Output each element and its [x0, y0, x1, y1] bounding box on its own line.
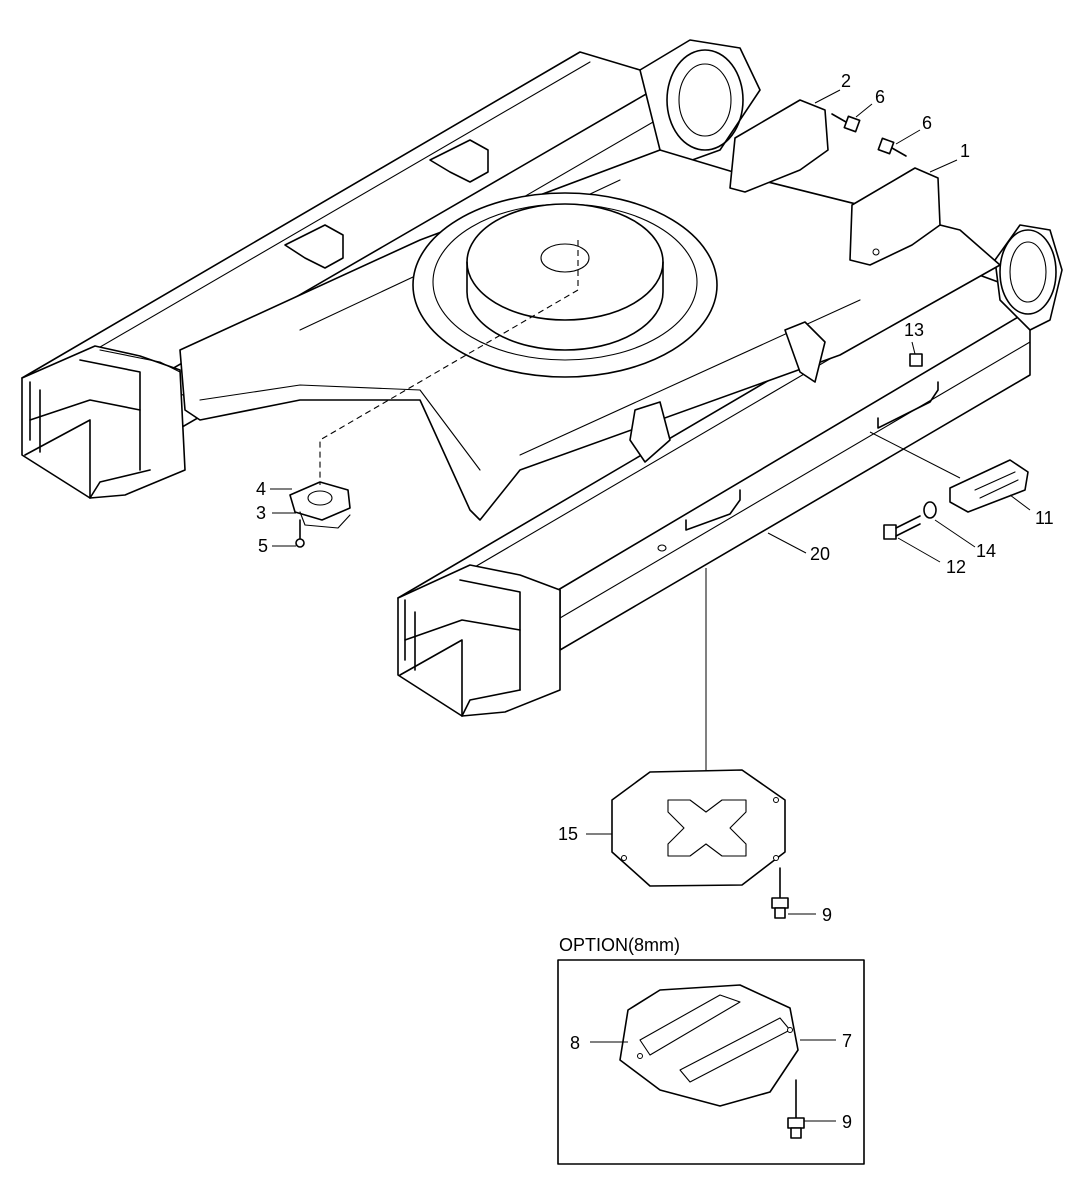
- callout-6b: 6: [922, 113, 932, 133]
- callout-13: 13: [904, 320, 924, 340]
- callout-2: 2: [841, 71, 851, 91]
- callout-11: 11: [1035, 508, 1054, 528]
- callout-5: 5: [258, 536, 268, 556]
- callout-9a: 9: [822, 905, 832, 925]
- callout-6a: 6: [875, 87, 885, 107]
- part-14-washer: [923, 501, 937, 519]
- part-1-cover: [849, 167, 941, 266]
- part-2-cover: [729, 99, 829, 193]
- leader-lines: [270, 89, 1031, 1122]
- callout-12: 12: [946, 557, 966, 577]
- part-12-bolt: [883, 515, 921, 540]
- callout-20: 20: [810, 544, 830, 564]
- callout-9b: 9: [842, 1112, 852, 1132]
- part-4-gasket: [289, 481, 351, 521]
- part-5-bolt: [295, 519, 305, 548]
- callout-15: 15: [558, 824, 578, 844]
- callout-1: 1: [960, 141, 970, 161]
- part-3-plate: [299, 511, 351, 529]
- callout-8: 8: [570, 1033, 580, 1053]
- option-title: OPTION(8mm): [559, 935, 680, 955]
- callout-7: 7: [842, 1031, 852, 1051]
- callout-labels: 1 2 3 4 5 6 6 7 8 9 9 11 12 13 14 15 20 …: [256, 71, 1054, 1132]
- part-6-bolt-b: [877, 137, 907, 157]
- part-11-step: [869, 431, 1029, 513]
- part-6-bolt-a: [831, 113, 861, 133]
- option-box: [557, 959, 865, 1165]
- part-15-under-cover: [611, 769, 786, 887]
- callout-3: 3: [256, 503, 266, 523]
- callout-14: 14: [976, 541, 996, 561]
- part-13-nut: [909, 353, 923, 367]
- callout-4: 4: [256, 479, 266, 499]
- part-9-bolt-a: [771, 867, 789, 919]
- lower-frame: [21, 39, 1063, 717]
